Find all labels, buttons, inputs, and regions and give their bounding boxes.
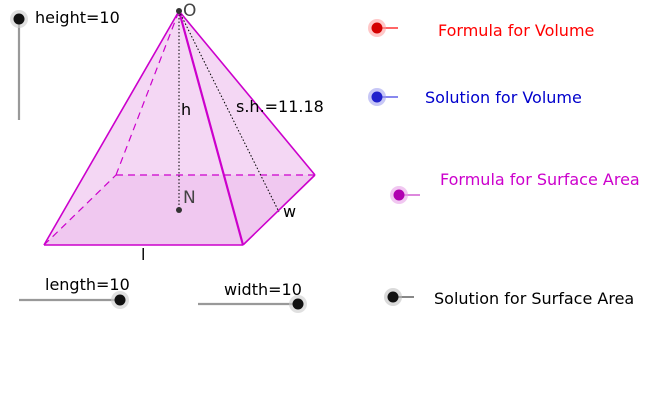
pyramid-edge-apex-front[interactable]: [177, 10, 245, 246]
apex-label-o: O: [183, 1, 197, 21]
volume-solution-label: Solution for Volume: [425, 88, 582, 107]
pyramid-edge-apex-right[interactable]: [178, 10, 316, 176]
center-point-n[interactable]: [176, 207, 182, 213]
height-slider-handle[interactable]: [13, 13, 25, 25]
pyramid-edge-base-right[interactable]: [242, 174, 316, 246]
center-label-n: N: [183, 188, 196, 208]
volume-formula-toggle-handle[interactable]: [371, 22, 383, 34]
volume-formula-label: Formula for Volume: [438, 21, 595, 40]
width-label-w: w: [283, 202, 297, 221]
slant-height-segment[interactable]: [178, 10, 280, 213]
height-slider-label: height=10: [35, 8, 120, 27]
pyramid-hidden-edge-apex: [115, 10, 180, 176]
pyramid-hidden-edge-left: [43, 174, 117, 246]
surface-formula-label: Formula for Surface Area: [440, 170, 640, 189]
surface-solution-label: Solution for Surface Area: [434, 289, 635, 308]
surface-formula-toggle-handle[interactable]: [393, 189, 405, 201]
slant-height-label: s.h.=11.18: [236, 97, 324, 116]
length-label-l: l: [141, 245, 146, 264]
pyramid-edge-apex-left[interactable]: [43, 10, 180, 246]
pyramid-face-right[interactable]: [179, 11, 315, 245]
width-slider-handle[interactable]: [292, 298, 304, 310]
surface-solution-toggle-handle[interactable]: [387, 291, 399, 303]
volume-solution-toggle-handle[interactable]: [371, 91, 383, 103]
pyramid-face-front[interactable]: [44, 11, 243, 245]
width-slider-label: width=10: [224, 280, 302, 299]
length-slider-label: length=10: [45, 275, 130, 294]
apex-point-o[interactable]: [176, 8, 182, 14]
height-label-h: h: [181, 100, 192, 119]
length-slider-handle[interactable]: [114, 294, 126, 306]
